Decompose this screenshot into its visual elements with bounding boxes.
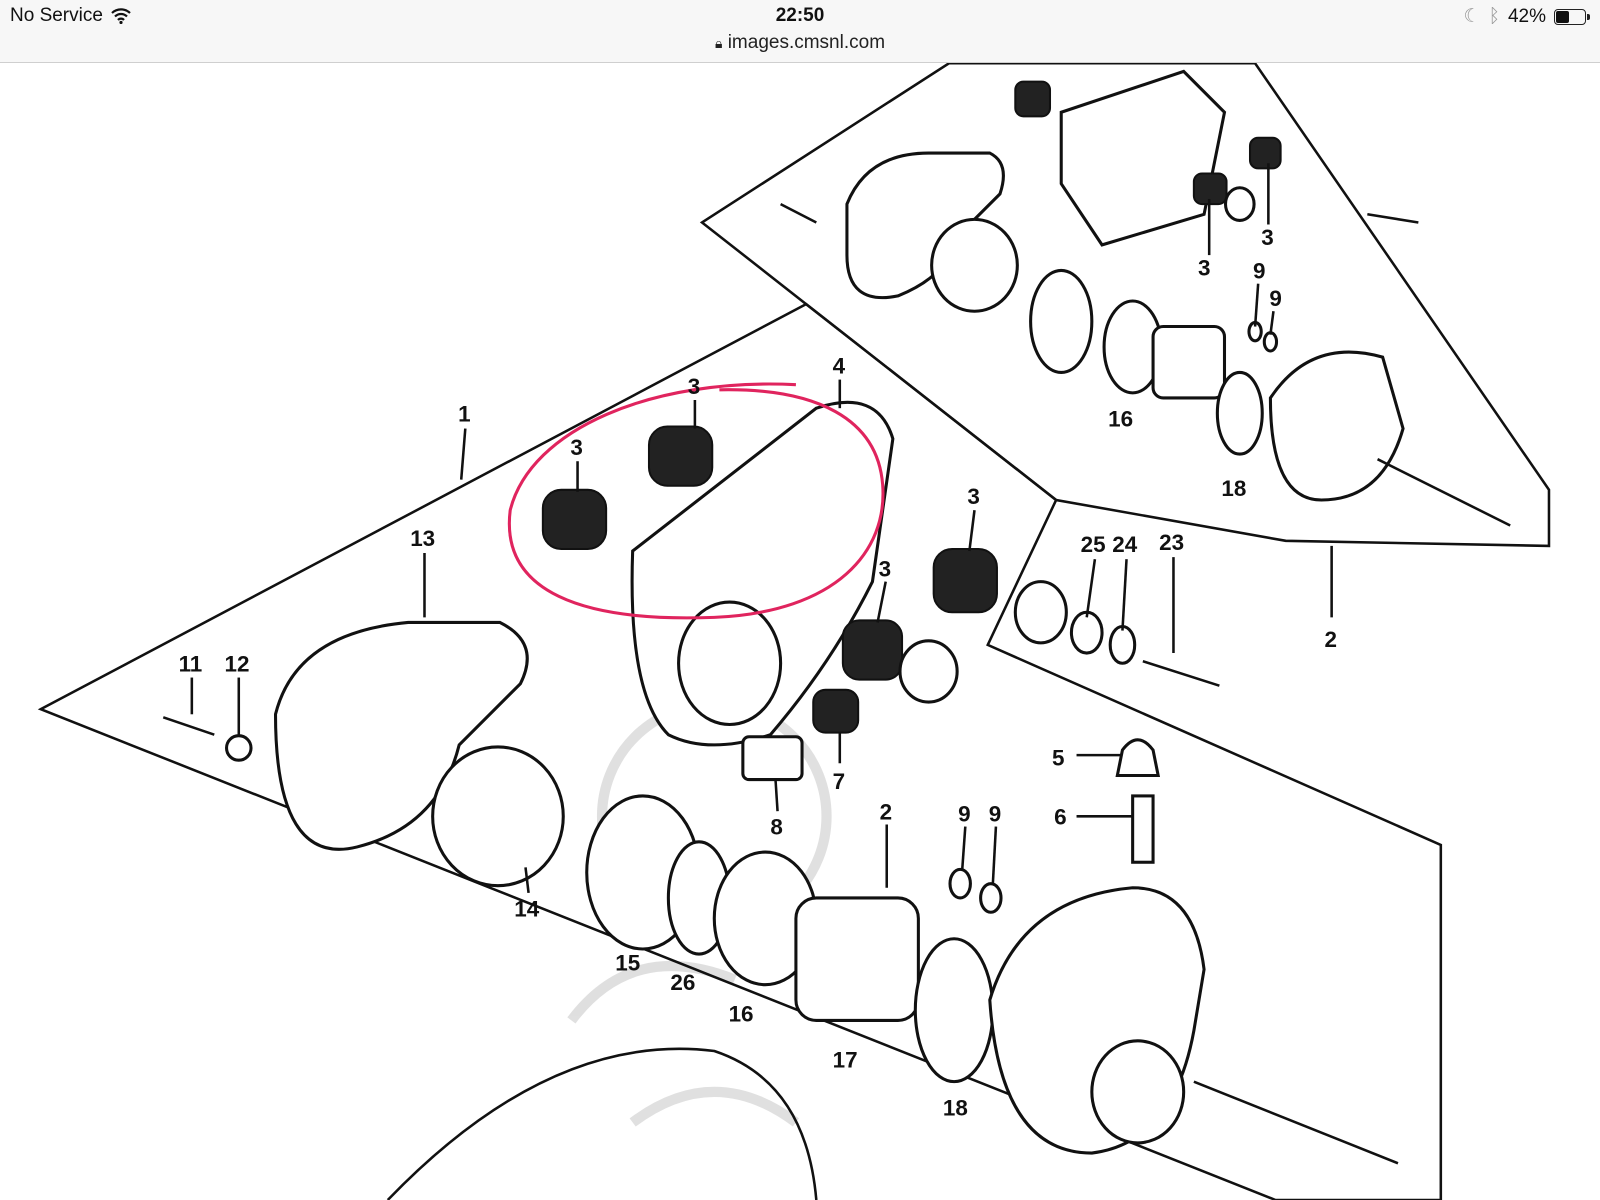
part-label: 3 <box>570 435 582 460</box>
url-text: images.cmsnl.com <box>727 32 886 53</box>
upper-caliper <box>780 69 1511 687</box>
battery-percent: 42% <box>1507 5 1546 27</box>
part-label: 26 <box>670 970 695 995</box>
part-label: 8 <box>770 815 782 840</box>
bluetooth-icon: ᛒ <box>1488 5 1500 27</box>
part-label: 4 <box>833 353 846 378</box>
part-label: 5 <box>1052 745 1064 770</box>
highlight-circle <box>507 382 885 620</box>
lock-icon: 🔒︎ <box>714 35 723 51</box>
part-label: 14 <box>514 896 539 921</box>
part-label: 6 <box>1054 804 1066 829</box>
part-label: 16 <box>1108 407 1133 432</box>
assembly-outline-upper <box>699 61 1551 548</box>
part-label: 24 <box>1112 532 1137 557</box>
part-label: 11 <box>179 651 203 676</box>
part-label: 13 <box>410 526 435 551</box>
carrier-label: No Service <box>10 5 103 26</box>
part-label: 18 <box>943 1095 968 1120</box>
part-label: 3 <box>1261 225 1273 250</box>
part-label: 3 <box>1198 256 1210 281</box>
wifi-icon <box>111 8 131 24</box>
part-label: 2 <box>880 799 892 824</box>
main-caliper <box>162 400 1399 1165</box>
part-label: 9 <box>1269 286 1281 311</box>
part-label: 2 <box>1324 627 1336 652</box>
part-label: 3 <box>967 484 979 509</box>
part-label: 23 <box>1159 530 1184 555</box>
part-label: 9 <box>1253 259 1265 284</box>
part-label: 25 <box>1081 532 1106 557</box>
part-label: 9 <box>958 801 970 826</box>
part-label: 16 <box>729 1001 754 1026</box>
part-label: 15 <box>615 950 640 975</box>
part-label: 3 <box>879 557 891 582</box>
part-label: 1 <box>458 401 470 426</box>
part-labels: 3 3 9 9 16 18 2 25 24 23 3 1 4 3 3 13 11… <box>179 225 1337 1120</box>
wheel-outline <box>386 1047 818 1200</box>
part-label: 17 <box>833 1047 858 1072</box>
part-label: 3 <box>688 374 700 399</box>
part-label: 7 <box>833 769 845 794</box>
part-label: 18 <box>1221 476 1246 501</box>
part-label: 9 <box>989 801 1001 826</box>
status-bar: No Service 22:50 ☾ ᛒ 42% 🔒︎ images.cmsnl… <box>0 0 1600 63</box>
part-label: 12 <box>224 651 249 676</box>
address-bar[interactable]: 🔒︎ images.cmsnl.com <box>0 32 1600 54</box>
moon-icon: ☾ <box>1463 6 1481 27</box>
clock: 22:50 <box>775 5 825 26</box>
battery-icon <box>1554 8 1590 25</box>
